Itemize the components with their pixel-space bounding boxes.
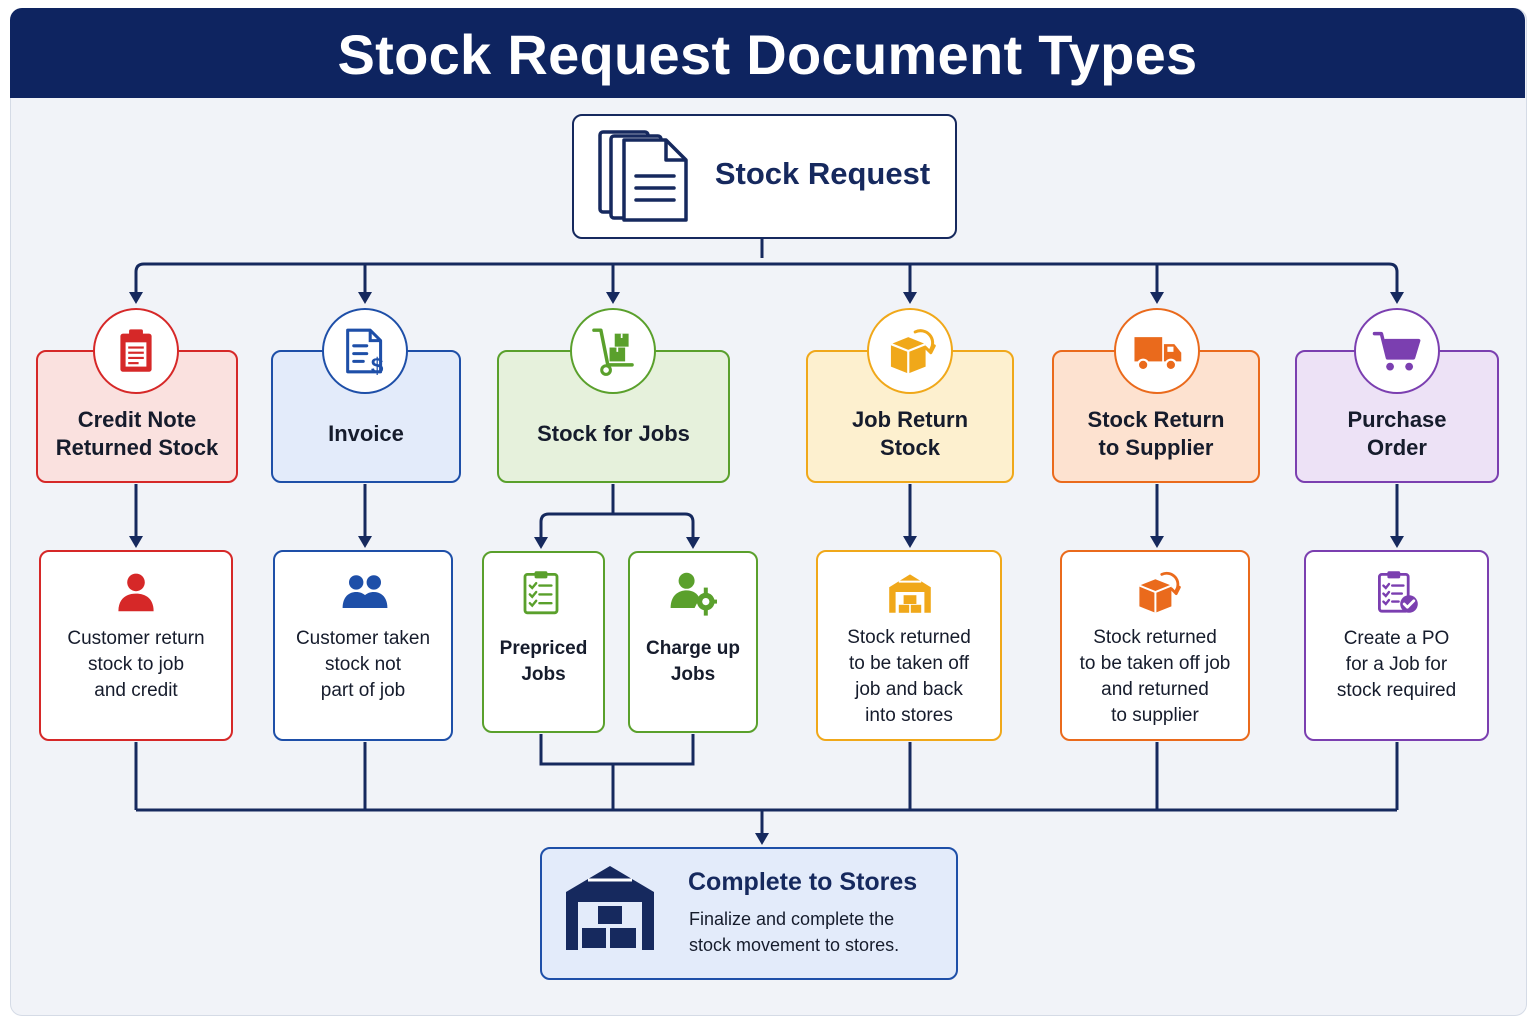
category-label: Stock for Jobs: [537, 421, 690, 446]
final-arrow: [755, 833, 769, 845]
jobs-merge: [539, 734, 695, 810]
top-arrow-2: [606, 292, 620, 304]
jobs-arrow-chargeup: [686, 537, 700, 549]
category-label: Purchase Order: [1347, 407, 1447, 460]
box-return-icon: [890, 329, 936, 374]
category-icon-badge: [322, 308, 408, 394]
sub-node-box: [482, 551, 605, 733]
truck-icon: [1134, 337, 1182, 372]
detail-text: Create a PO for a Job for stock required: [1336, 628, 1457, 701]
top-bus: [134, 262, 1399, 300]
top-arrow-3: [903, 292, 917, 304]
mid-arrow-5: [1390, 536, 1404, 548]
detail-text: Stock returned to be taken off job and r…: [1079, 627, 1231, 726]
user-gear-icon: [670, 572, 717, 616]
clipboard-check-icon: [1378, 571, 1418, 613]
documents-icon: [598, 130, 688, 222]
jobs-split: [539, 484, 695, 540]
category-box-purchase-order: [1295, 350, 1499, 483]
category-label: Job Return Stock: [851, 407, 969, 460]
mid-arrow-0: [129, 536, 143, 548]
jobs-arrow-prepriced: [534, 537, 548, 549]
clipboard-icon: [120, 329, 152, 372]
category-label: Stock Return to Supplier: [1087, 407, 1225, 460]
top-arrow-0: [129, 292, 143, 304]
detail-text: Customer return stock to job and credit: [67, 628, 205, 701]
hand-truck-icon: [592, 328, 634, 376]
top-arrow-5: [1390, 292, 1404, 304]
checklist-icon: [523, 571, 559, 615]
detail-text: Customer taken stock not part of job: [295, 628, 431, 701]
top-arrow-1: [358, 292, 372, 304]
mid-arrow-4: [1150, 536, 1164, 548]
category-label: Invoice: [328, 421, 404, 446]
svg-text:$: $: [371, 354, 384, 377]
sub-node-label: Charge up Jobs: [646, 638, 740, 685]
diagram-title: Stock Request Document Types: [337, 23, 1198, 86]
category-label: Credit Note Returned Stock: [55, 407, 219, 460]
detail-box: [1304, 550, 1489, 741]
category-icon-badge: [93, 308, 179, 394]
people-icon: [342, 575, 388, 608]
root-node-label: Stock Request: [714, 156, 931, 191]
person-icon: [118, 573, 154, 612]
detail-text: Stock returned to be taken off job and b…: [847, 627, 971, 726]
sub-node-label: Prepriced Jobs: [499, 638, 588, 685]
cart-icon: [1372, 331, 1421, 371]
box-return-icon: [1139, 571, 1181, 613]
warehouse-icon: [889, 574, 931, 613]
top-arrow-4: [1150, 292, 1164, 304]
mid-arrow-1: [358, 536, 372, 548]
mid-arrow-3: [903, 536, 917, 548]
title-banner: [10, 8, 1525, 98]
warehouse-icon: [566, 866, 654, 950]
final-node-title: Complete to Stores: [688, 868, 918, 896]
final-node-description: Finalize and complete the stock movement…: [689, 909, 900, 955]
invoice-dollar-icon: $: [346, 328, 384, 377]
sub-node-box: [628, 551, 758, 733]
